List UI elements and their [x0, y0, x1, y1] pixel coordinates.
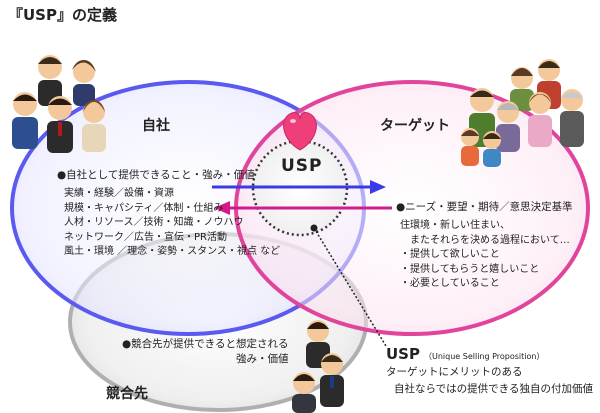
usp-note-line2: 自社ならではの提供できる独自の付加価値 [394, 383, 593, 395]
usp-center-label: USP [281, 156, 323, 176]
business-pair-icon [292, 320, 344, 413]
company-heading: ●自社として提供できること・強み・価値 [57, 169, 255, 181]
list-item: またそれらを決める過程において… [400, 234, 570, 246]
competitor-label: 競合先 [106, 386, 148, 402]
target-list: 住環境・新しい住まい、 またそれらを決める過程において… ・提供して欲しいこと … [400, 220, 570, 291]
competitor-heading-line2: 強み・価値 [236, 353, 289, 365]
target-label: ターゲット [380, 118, 450, 134]
list-item: ・提供して欲しいこと [400, 249, 500, 260]
list-item: ・提供してもらうと嬉しいこと [400, 263, 540, 275]
usp-note-subtitle: （Unique Selling Proposition） [423, 352, 545, 361]
family-group-icon [461, 59, 584, 167]
list-item: 風土・環境 ／理念・姿勢・スタンス・視点 など [64, 246, 281, 257]
list-item: 実績・経験／設備・資源 [64, 188, 174, 199]
competitor-heading-line1: ●競合先が提供できると想定される [122, 338, 289, 350]
usp-note-title: USP（Unique Selling Proposition） [386, 344, 544, 364]
usp-note-line1: ターゲットにメリットのある [386, 366, 523, 378]
list-item: 人材・リソース／技術・知識・ノウハウ [64, 217, 244, 228]
usp-leader-line [313, 227, 387, 347]
company-label: 自社 [142, 118, 170, 134]
people-group-icon [12, 55, 106, 153]
usp-note-title-text: USP [386, 345, 420, 363]
list-item: 住環境・新しい住まい、 [400, 220, 510, 231]
list-item: 規模・キャパシティ／体制・仕組み [64, 202, 224, 214]
company-list: 実績・経験／設備・資源 規模・キャパシティ／体制・仕組み 人材・リソース／技術・… [64, 188, 280, 259]
list-item: ・必要としていること [400, 278, 500, 289]
list-item: ネットワーク／広告・宣伝・PR活動 [64, 231, 227, 243]
page-title: 『USP』の定義 [8, 6, 117, 24]
target-heading: ●ニーズ・要望・期待／意思決定基準 [396, 201, 573, 213]
